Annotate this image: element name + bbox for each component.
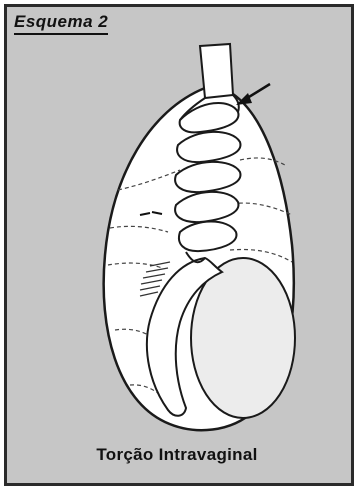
spermatic-cord (175, 44, 240, 262)
figure-caption: Torção Intravaginal (0, 445, 354, 465)
figure-title: Esquema 2 (14, 12, 108, 35)
torsion-arrow-icon (236, 84, 270, 105)
